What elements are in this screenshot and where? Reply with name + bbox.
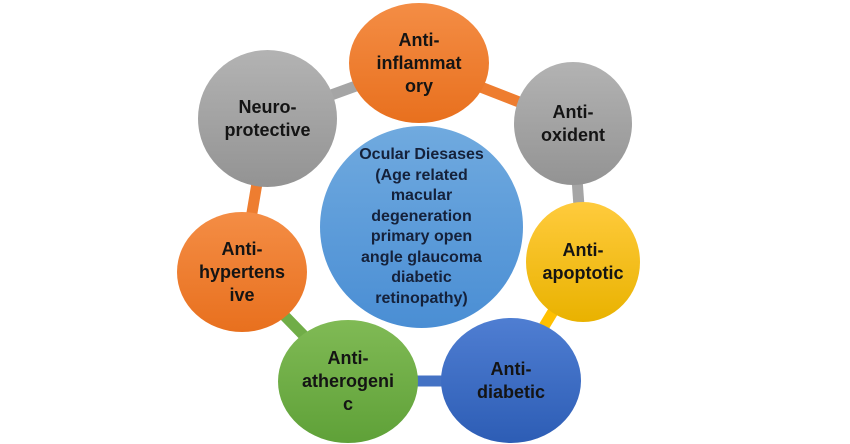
center-ocular-diseases: Ocular Diesases (Age related macular deg… bbox=[320, 126, 523, 328]
node-anti-diabetic: Anti- diabetic bbox=[441, 318, 581, 443]
node-anti-inflammatory: Anti- inflammat ory bbox=[349, 3, 489, 123]
node-anti-hypertensive: Anti- hypertens ive bbox=[177, 212, 307, 332]
node-neuro-protective: Neuro- protective bbox=[198, 50, 337, 187]
node-anti-atherogenic: Anti- atherogeni c bbox=[278, 320, 418, 443]
node-anti-apoptotic: Anti- apoptotic bbox=[526, 202, 640, 322]
node-anti-oxident: Anti- oxident bbox=[514, 62, 632, 185]
